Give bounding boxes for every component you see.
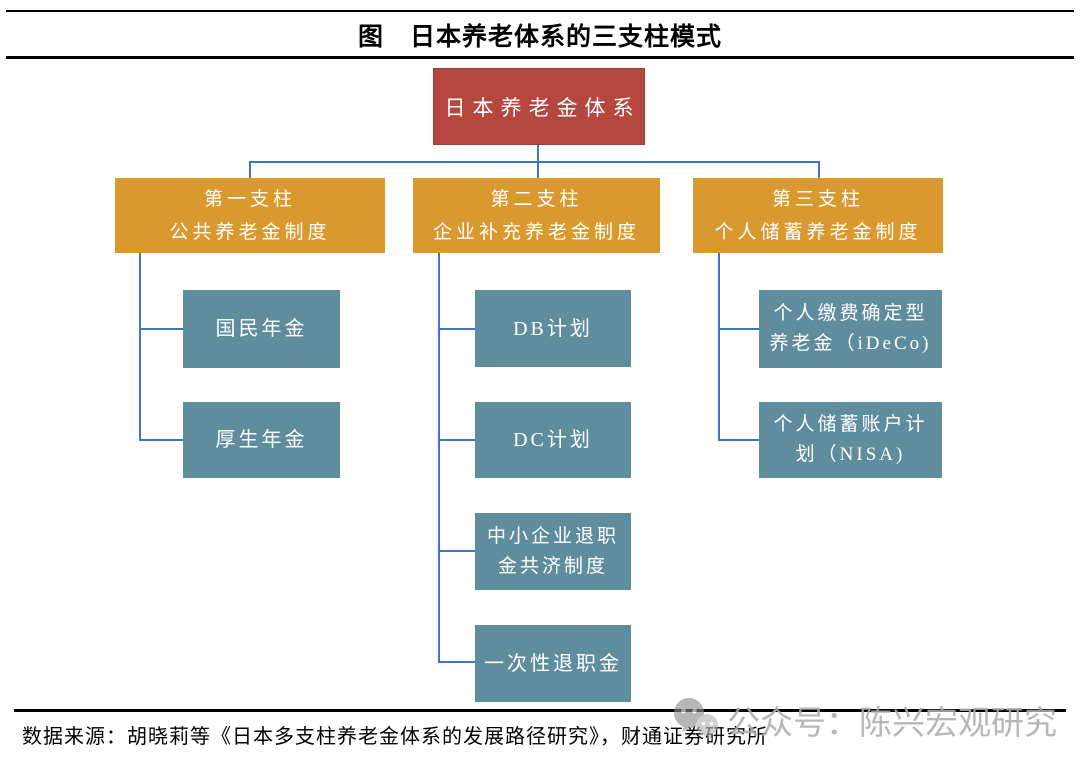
pillar-2-node: 第二支柱 企业补充养老金制度 xyxy=(413,178,660,253)
pillar-1-child-national-pension: 国民年金 xyxy=(183,290,340,368)
pillar-3-child-ideco: 个人缴费确定型 养老金（iDeCo) xyxy=(759,290,942,368)
connector-pillar2-drop xyxy=(537,161,539,178)
connector-pillar2-branch-1 xyxy=(438,328,475,330)
connector-rail xyxy=(249,161,820,163)
pillar-1-child-employee-pension: 厚生年金 xyxy=(183,402,340,478)
pillar-2-child-db-plan: DB计划 xyxy=(475,290,631,367)
connector-pillar2-trunk xyxy=(438,253,440,663)
title-bottom-rule xyxy=(6,56,1074,59)
pillar-3-node: 第三支柱 个人储蓄养老金制度 xyxy=(693,178,943,253)
pillar-1-title: 第一支柱 xyxy=(203,188,296,210)
connector-pillar2-branch-4 xyxy=(438,661,475,663)
pillar-3-subtitle: 个人储蓄养老金制度 xyxy=(714,221,922,243)
bottom-rule xyxy=(14,709,1066,712)
source-note: 数据来源：胡晓莉等《日本多支柱养老金体系的发展路径研究》，财通证券研究所 xyxy=(22,726,768,748)
pillar-2-title: 第二支柱 xyxy=(490,188,583,210)
connector-pillar3-branch-2 xyxy=(718,439,759,441)
top-rule xyxy=(6,10,1074,12)
connector-pillar3-branch-1 xyxy=(718,328,759,330)
pillar-2-child-dc-plan: DC计划 xyxy=(475,402,631,478)
connector-pillar1-trunk xyxy=(139,253,141,441)
pillar-3-child-nisa: 个人储蓄账户计 划（NISA) xyxy=(759,402,942,478)
pillar-3-title: 第三支柱 xyxy=(771,188,864,210)
connector-root-drop xyxy=(537,145,539,162)
connector-pillar3-trunk xyxy=(718,253,720,441)
connector-pillar1-drop xyxy=(249,161,251,178)
watermark-label: 公众号：陈兴宏观研究 xyxy=(727,706,1057,742)
connector-pillar2-branch-3 xyxy=(438,550,475,552)
connector-pillar3-drop xyxy=(818,161,820,178)
pillar-1-subtitle: 公共养老金制度 xyxy=(169,221,331,243)
connector-pillar1-branch-1 xyxy=(139,328,183,330)
figure-title: 图 日本养老体系的三支柱模式 xyxy=(357,24,722,51)
connector-pillar1-branch-2 xyxy=(139,439,183,441)
root-node-pension-system: 日本养老金体系 xyxy=(433,68,645,145)
pillar-2-subtitle: 企业补充养老金制度 xyxy=(432,221,640,243)
pillar-2-child-lump-sum: 一次性退职金 xyxy=(475,625,631,702)
pillar-1-node: 第一支柱 公共养老金制度 xyxy=(115,178,385,253)
connector-pillar2-branch-2 xyxy=(438,439,475,441)
pillar-2-child-sme-mutual-aid: 中小企业退职 金共济制度 xyxy=(475,513,631,590)
